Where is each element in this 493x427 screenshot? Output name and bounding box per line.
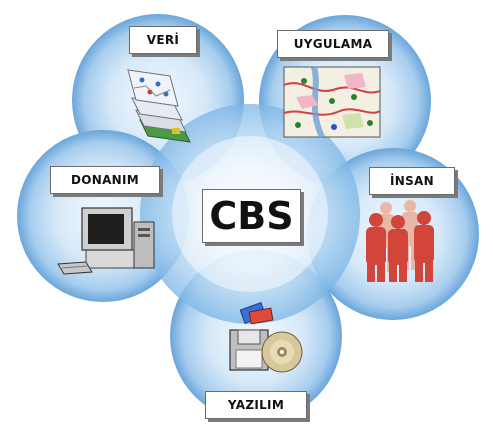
desktop-computer-icon — [57, 207, 155, 275]
center-label: CBS — [202, 189, 301, 243]
map-application-icon — [283, 66, 381, 139]
veri-label: VERİ — [129, 26, 197, 54]
yazilim-label: YAZILIM — [205, 391, 307, 419]
software-disk-icon — [229, 302, 303, 373]
map-layers-icon — [127, 69, 191, 143]
people-group-icon — [366, 200, 434, 282]
donanim-label: DONANIM — [50, 166, 160, 194]
uygulama-label: UYGULAMA — [277, 30, 389, 58]
insan-label: İNSAN — [369, 167, 455, 195]
